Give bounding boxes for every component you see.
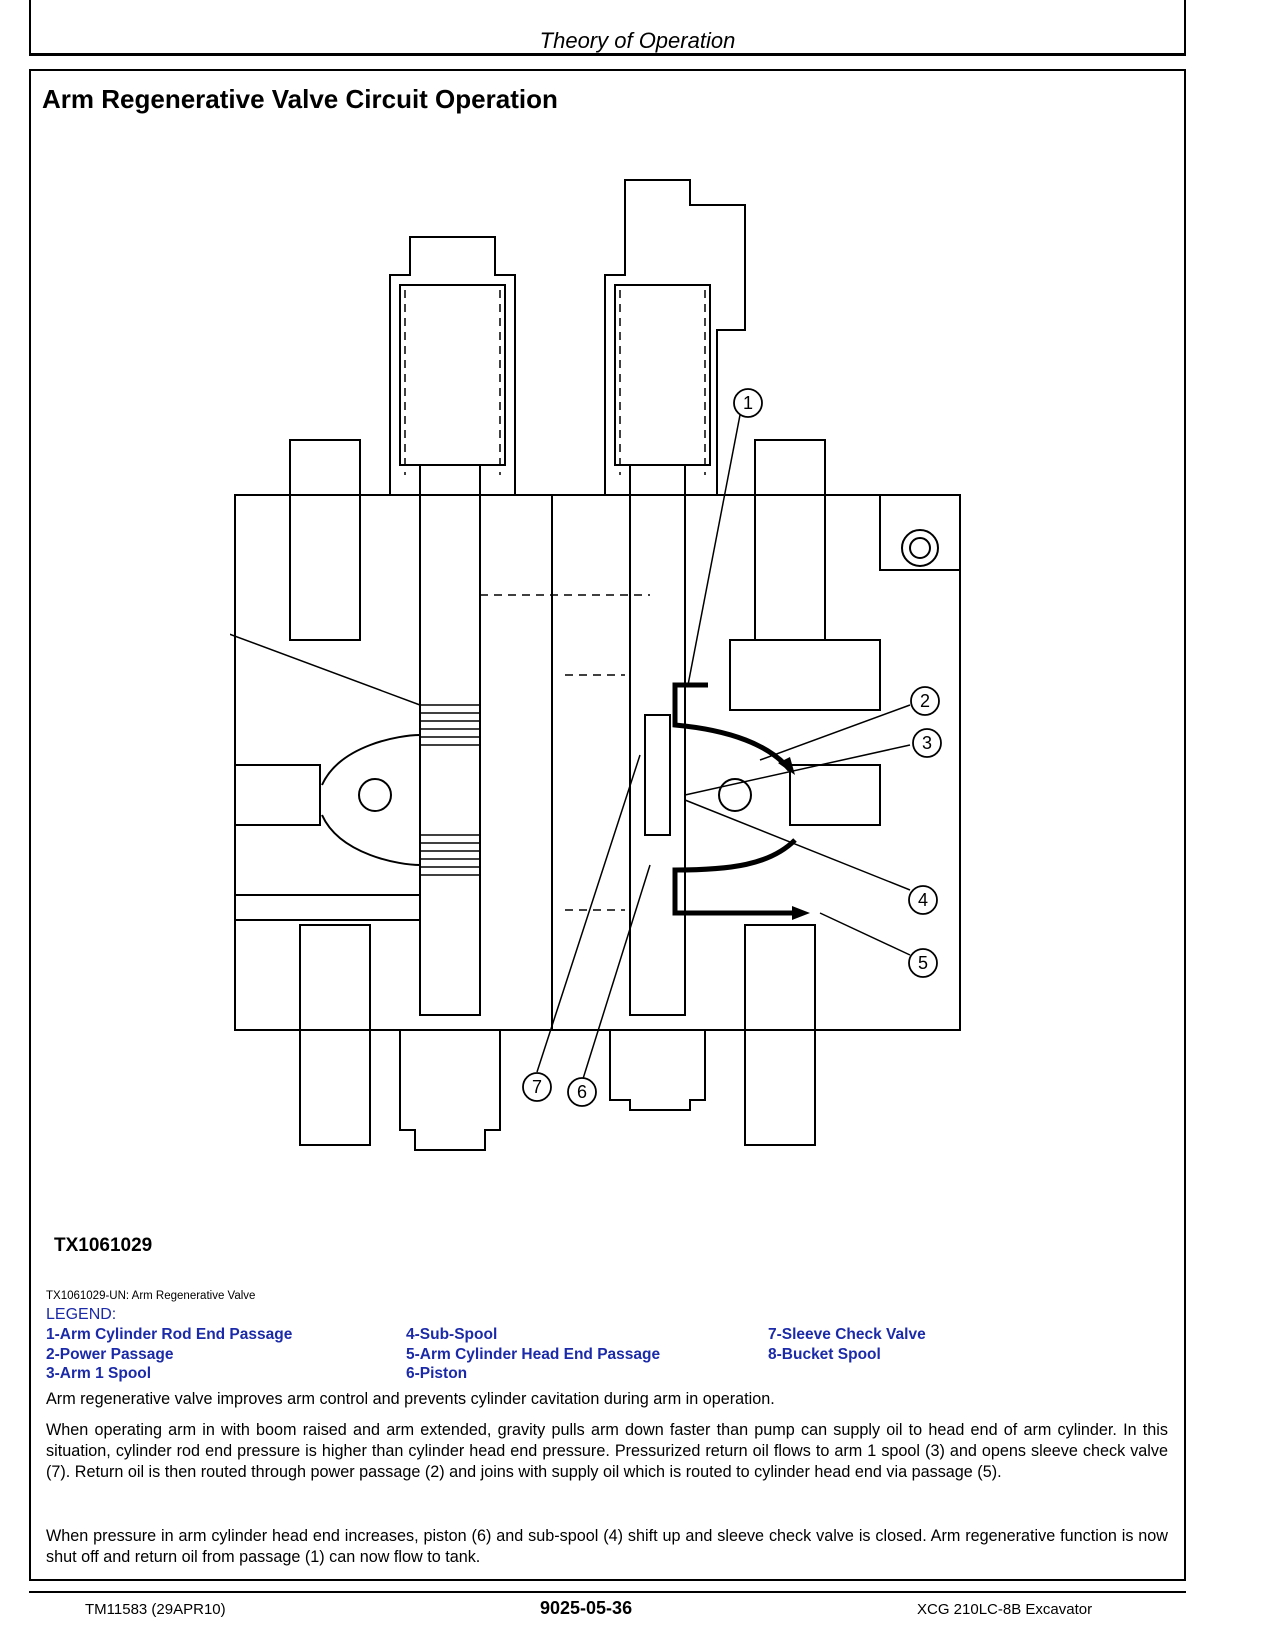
legend-item: 4-Sub-Spool [406, 1326, 498, 1343]
legend-item: 6-Piston [406, 1365, 468, 1382]
right-upper-check [754, 439, 826, 641]
right-lower-cap [609, 1030, 706, 1111]
legend-item: 5-Arm Cylinder Head End Passage [406, 1345, 661, 1363]
header-frame [29, 0, 1186, 56]
page-header-title: Theory of Operation [539, 28, 736, 53]
footer-model: XCG 210LC-8B Excavator [917, 1601, 1093, 1618]
callout-label-6: 6 [577, 1082, 587, 1102]
left-lower-check [299, 924, 371, 1146]
callout-6 [567, 1077, 597, 1107]
valve-body [234, 494, 961, 1031]
callout-label-5: 5 [918, 953, 928, 973]
callout-7 [522, 1072, 552, 1102]
body-paragraph-1: Arm regenerative valve improves arm cont… [46, 1390, 775, 1408]
legend-column-3: 7-Sleeve Check Valve 8-Bucket Spool [768, 1326, 926, 1365]
right-upper-cap [604, 179, 746, 495]
figure-id: TX1061029 [54, 1235, 153, 1256]
legend-item: 1-Arm Cylinder Rod End Passage [46, 1326, 293, 1343]
left-upper-cap [389, 236, 516, 495]
valve-diagram: 1 2 3 4 5 6 7 8 [230, 179, 961, 1151]
callout-1 [733, 388, 763, 418]
callout-label-4: 4 [918, 890, 928, 910]
section-title: Arm Regenerative Valve Circuit Operation [42, 84, 558, 114]
body-paragraph-3: When pressure in arm cylinder head end i… [46, 1527, 1168, 1566]
legend-column-2: 4-Sub-Spool 5-Arm Cylinder Head End Pass… [406, 1326, 660, 1385]
footer-rule [29, 1591, 1186, 1593]
footer-doc-id: TM11583 (29APR10) [85, 1601, 226, 1618]
content-frame [29, 69, 1186, 1581]
callout-label-3: 3 [922, 733, 932, 753]
arm-1-spool [629, 464, 686, 1016]
footer-page-number: 9025-05-36 [540, 1598, 633, 1618]
legend-heading: LEGEND: [46, 1306, 117, 1323]
figure-caption: TX1061029-UN: Arm Regenerative Valve [46, 1290, 256, 1302]
left-lower-cap [399, 1030, 501, 1151]
callout-label-2: 2 [920, 691, 930, 711]
right-lower-check [744, 924, 816, 1146]
callout-4 [908, 885, 938, 915]
flow-arrow-top [672, 682, 792, 772]
legend-column-1: 1-Arm Cylinder Rod End Passage 2-Power P… [46, 1326, 292, 1385]
callout-label-1: 1 [743, 393, 753, 413]
legend-item: 8-Bucket Spool [768, 1345, 881, 1363]
callout-3 [912, 728, 942, 758]
callout-label-7: 7 [532, 1077, 542, 1097]
legend-item: 3-Arm 1 Spool [46, 1365, 152, 1382]
callout-5 [908, 948, 938, 978]
body-paragraph-2: When operating arm in with boom raised a… [46, 1421, 1168, 1481]
left-upper-check [289, 439, 361, 641]
flow-arrow-bottom [672, 838, 800, 916]
legend-item: 7-Sleeve Check Valve [768, 1326, 926, 1343]
legend-item: 2-Power Passage [46, 1345, 174, 1363]
callout-2 [910, 686, 940, 716]
bucket-spool [419, 464, 481, 1016]
